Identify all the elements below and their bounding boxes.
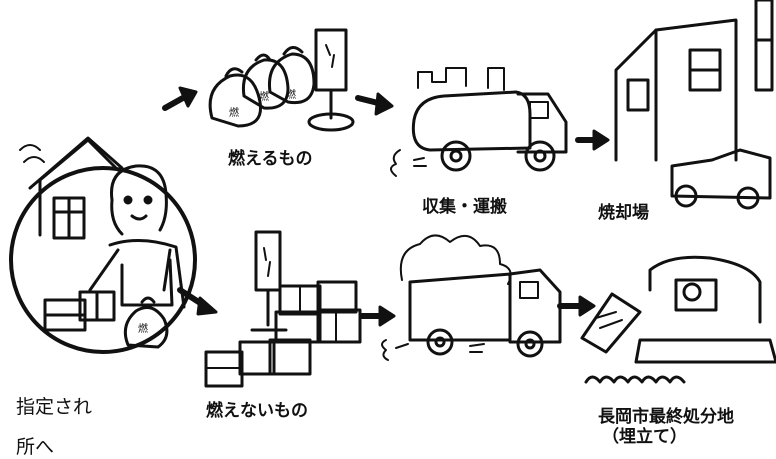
bag-mark: 燃	[229, 108, 239, 119]
arrow-right-icon	[359, 305, 396, 327]
household-circle	[9, 136, 197, 354]
bag-mark: 燃	[286, 90, 296, 101]
bag-mark: 燃	[138, 324, 148, 335]
incineration-plant-icon	[614, 0, 774, 210]
garbage-truck-icon	[390, 67, 568, 177]
non-burnable-boxes-icon	[204, 280, 362, 388]
collection-point-sign-icon	[307, 28, 355, 132]
edge-text-line2: 所へ	[16, 436, 55, 458]
bag-mark: 燃	[259, 92, 269, 103]
label-non-burnable: 燃えないもの	[206, 401, 308, 421]
label-burnable: 燃えるもの	[228, 149, 313, 169]
bulldozer-icon	[580, 255, 776, 384]
woman-icon	[88, 164, 186, 309]
arrow-down-right-icon	[177, 287, 218, 316]
garbage-bag-icon	[123, 296, 169, 349]
burnable-bags-icon	[208, 46, 316, 128]
arrow-right-icon	[575, 129, 610, 151]
label-collection: 収集・運搬	[422, 197, 507, 217]
house-icon	[19, 136, 124, 240]
label-incineration: 焼却場	[598, 203, 649, 223]
collection-point-sign-icon	[250, 230, 288, 332]
edge-text-line1: 指定され	[16, 396, 93, 418]
arrow-right-icon	[162, 86, 198, 111]
label-landfill: 長岡市最終処分地	[598, 407, 734, 427]
arrow-right-icon	[557, 295, 596, 317]
label-landfill-note: （埋立て）	[602, 427, 687, 447]
arrow-right-icon	[355, 92, 394, 116]
boxes-icon	[43, 290, 116, 332]
dump-truck-icon	[381, 234, 562, 361]
